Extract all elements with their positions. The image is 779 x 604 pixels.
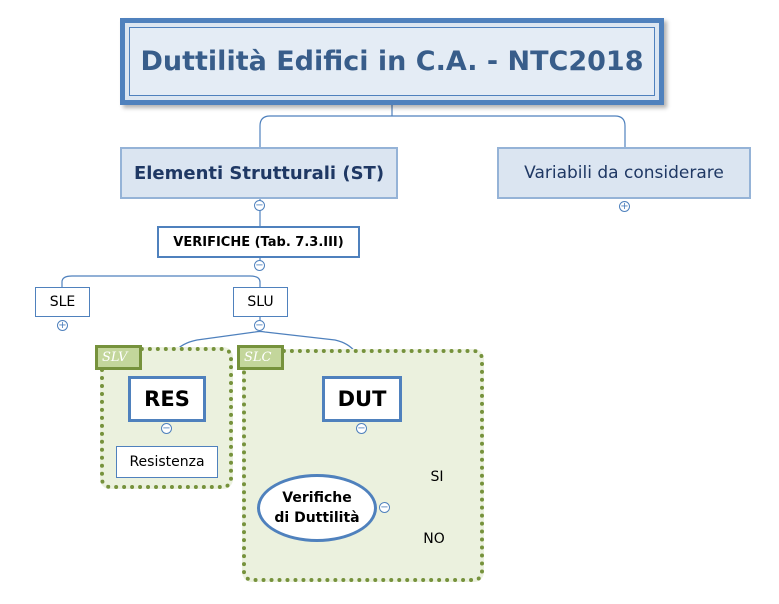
expand-toggle-icon[interactable]: + (57, 320, 68, 331)
node-structural-elements-label: Elementi Strutturali (ST) (133, 162, 385, 184)
node-slu[interactable]: SLU (233, 287, 288, 317)
node-dut-label: DUT (337, 387, 387, 411)
node-checks-label: VERIFICHE (Tab. 7.3.III) (173, 234, 344, 250)
node-variables[interactable]: Variabili da considerare (497, 147, 751, 199)
node-ductility-checks[interactable]: Verifiche di Duttilità (257, 474, 377, 542)
node-resistance[interactable]: Resistenza (116, 446, 218, 478)
node-slu-label: SLU (247, 294, 274, 310)
node-checks[interactable]: VERIFICHE (Tab. 7.3.III) (157, 226, 360, 258)
group-slv-tag: SLV (95, 345, 142, 370)
collapse-toggle-icon[interactable]: − (254, 320, 265, 331)
collapse-toggle-icon[interactable]: − (379, 502, 390, 513)
node-ductility-checks-line2: di Duttilità (274, 510, 360, 526)
collapse-toggle-icon[interactable]: − (254, 260, 265, 271)
node-sle-label: SLE (49, 294, 76, 310)
group-slc-tag: SLC (237, 345, 284, 370)
page-title: Duttilità Edifici in C.A. - NTC2018 (129, 27, 655, 96)
node-variables-label: Variabili da considerare (524, 163, 724, 183)
node-sle[interactable]: SLE (35, 287, 90, 317)
node-dut[interactable]: DUT (322, 376, 402, 422)
collapse-toggle-icon[interactable]: − (161, 423, 172, 434)
node-resistance-label: Resistenza (129, 454, 205, 470)
collapse-toggle-icon[interactable]: − (254, 200, 265, 211)
node-yes-label[interactable]: SI (430, 469, 444, 485)
expand-toggle-icon[interactable]: + (619, 201, 630, 212)
collapse-toggle-icon[interactable]: − (356, 423, 367, 434)
root-title-box[interactable]: Duttilità Edifici in C.A. - NTC2018 (120, 18, 664, 105)
node-no-label[interactable]: NO (423, 531, 445, 547)
node-res[interactable]: RES (128, 376, 206, 422)
group-slv-label: SLV (102, 350, 128, 365)
node-ductility-checks-line1: Verifiche (282, 490, 352, 506)
group-slc-label: SLC (244, 350, 272, 365)
node-structural-elements[interactable]: Elementi Strutturali (ST) (120, 147, 398, 199)
node-res-label: RES (144, 387, 190, 411)
